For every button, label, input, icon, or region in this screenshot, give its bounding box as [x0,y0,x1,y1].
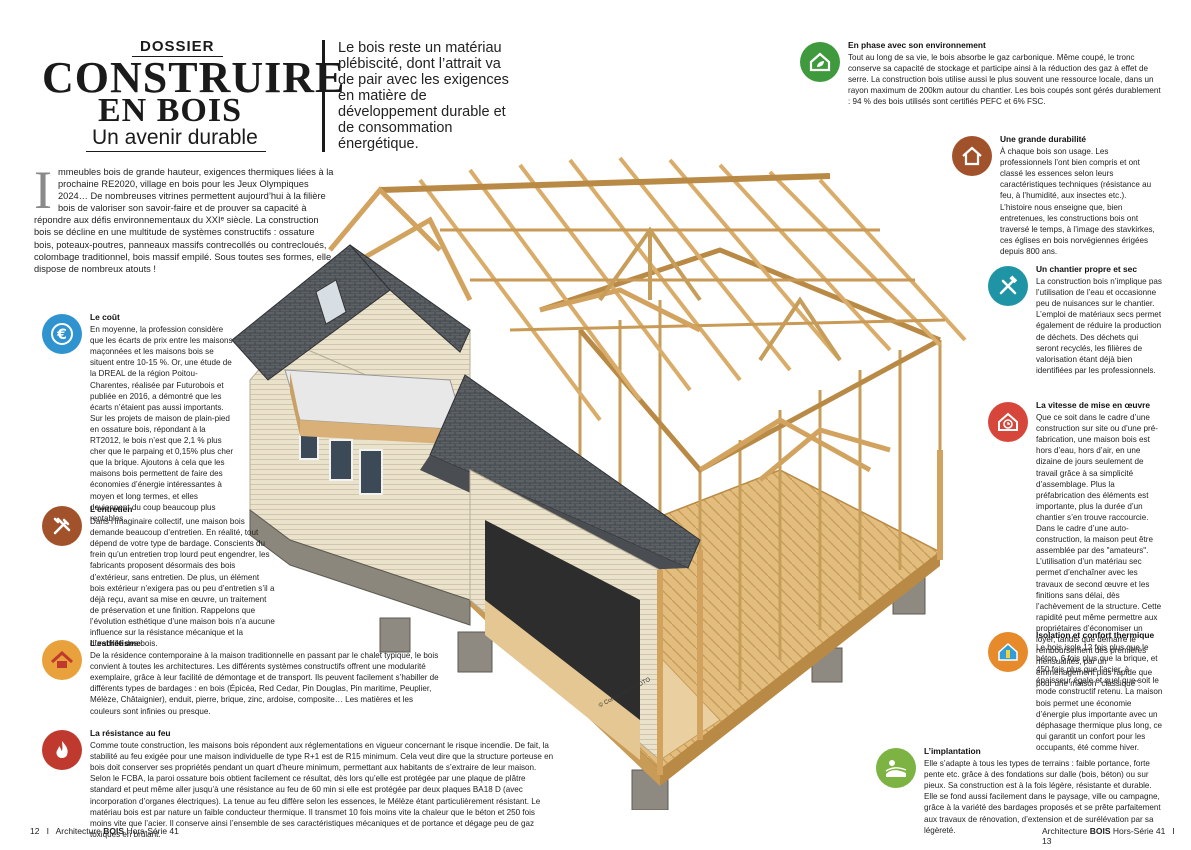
section-esthetisme-text: De la résidence contemporaine à la maiso… [90,651,439,716]
house-framing-illustration [231,156,967,810]
subtitle: Un avenir durable [86,126,266,152]
section-feu-title: La résistance au feu [90,728,171,738]
section-feu: La résistance au feu Comme toute constru… [90,728,556,840]
wrench-hammer-icon [988,266,1028,306]
magazine-bold-left: BOIS [103,826,125,836]
section-environnement: En phase avec son environnement Tout au … [848,40,1164,108]
magazine-name-left: Architecture [55,826,101,836]
euro-icon: € [42,314,82,354]
flame-icon [42,730,82,770]
svg-text:€: € [56,327,67,343]
page-number-right: 13 [1042,836,1052,846]
footer-right: Architecture BOIS Hors-Série 41 I 13 [1042,826,1191,846]
lede: Le bois reste un matériau plébiscité, do… [338,40,509,152]
section-entretien-text: Dans l’imaginaire collectif, une maison … [90,517,275,649]
issue-left: Hors-Série 41 [126,826,179,836]
issue-right: Hors-Série 41 [1112,826,1166,836]
section-implantation: L’implantation Elle s’adapte à tous les … [924,746,1164,836]
dossier-tag: DOSSIER [132,38,223,57]
section-environnement-text: Tout au long de sa vie, le bois absorbe … [848,53,1161,107]
house-icon [952,136,992,176]
tools-icon [42,506,82,546]
magazine-name-right: Architecture [1042,826,1088,836]
title-line-2: EN BOIS [98,92,242,129]
section-vitesse: La vitesse de mise en œuvre Que ce soit … [1036,400,1164,689]
landscape-icon [876,748,916,788]
intro-text: mmeubles bois de grande hauteur, exigenc… [34,167,334,274]
section-esthetisme-title: L’esthétisme [90,638,141,648]
section-implantation-text: Elle s’adapte à tous les types de terrai… [924,759,1161,835]
footer-separator-right: I [1172,826,1175,836]
roof-rafters [418,156,967,422]
house-clock-icon [988,402,1028,442]
section-esthetisme: L’esthétisme De la résidence contemporai… [90,638,442,717]
magazine-bold-right: BOIS [1089,826,1111,836]
dropcap: I [34,160,52,220]
section-chantier: Un chantier propre et sec La constructio… [1036,264,1162,376]
section-vitesse-text: Que ce soit dans le cadre d’une construc… [1036,413,1162,689]
section-isolation-title: Isolation et confort thermique [1036,630,1155,640]
section-durabilite: Une grande durabilité À chaque bois son … [1000,134,1160,257]
section-isolation: Isolation et confort thermique Le bois i… [1036,630,1164,753]
intro-paragraph: I mmeubles bois de grande hauteur, exige… [34,160,334,275]
section-feu-text: Comme toute construction, les maisons bo… [90,741,554,839]
footer-left: 12 I Architecture BOIS Hors-Série 41 [30,826,179,836]
eco-house-icon [800,42,840,82]
section-chantier-text: La construction bois n’implique pas l’ut… [1036,277,1162,375]
section-vitesse-title: La vitesse de mise en œuvre [1036,400,1151,410]
section-durabilite-text: À chaque bois son usage. Les professionn… [1000,147,1155,256]
header-divider [322,40,325,152]
roof-icon [42,640,82,680]
shingle-roof-front [429,374,701,569]
section-implantation-title: L’implantation [924,746,981,756]
section-entretien: L’entretien Dans l’imaginaire collectif,… [90,504,276,649]
title-line-1: CONSTRUIRE [42,53,346,102]
section-entretien-title: L’entretien [90,504,133,514]
section-cout: Le coût En moyenne, la profession consid… [90,312,236,524]
section-cout-title: Le coût [90,312,120,322]
page-number-left: 12 [30,826,40,836]
section-chantier-title: Un chantier propre et sec [1036,264,1137,274]
section-cout-text: En moyenne, la profession considère que … [90,325,234,523]
thermal-house-icon [988,632,1028,672]
section-durabilite-title: Une grande durabilité [1000,134,1087,144]
section-environnement-title: En phase avec son environnement [848,40,986,50]
section-isolation-text: Le bois isole 12 fois plus que le béton,… [1036,643,1163,752]
footer-separator-left: I [46,826,49,836]
